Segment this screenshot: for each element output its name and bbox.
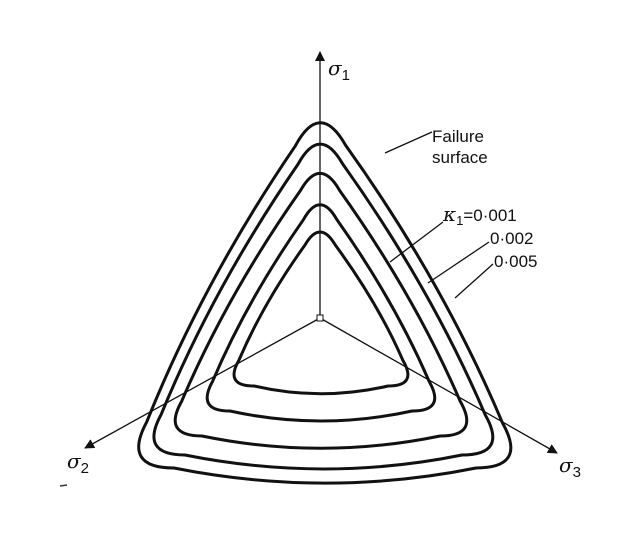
sigma3-label: σ3 <box>559 453 581 481</box>
sigma1-label: σ1 <box>328 56 350 84</box>
sigma2-subscript: 2 <box>81 460 89 477</box>
contour-group <box>137 121 513 485</box>
kappa-0002-label: 0·002 <box>490 229 533 248</box>
kappa-first-value: =0·001 <box>463 206 516 225</box>
origin-marker <box>316 314 324 322</box>
contour-curve-kappa-0002 <box>205 203 437 423</box>
sigma2-axis <box>84 317 321 449</box>
kappa-0002-leader-line <box>427 241 490 284</box>
kappa-symbol: κ <box>442 202 456 226</box>
kappa-0001-leader-line <box>389 221 444 263</box>
failure-surface-curve <box>137 121 513 485</box>
sigma3-subscript: 3 <box>573 464 581 481</box>
failure-leader-line <box>384 131 433 154</box>
kappa-0005-label: 0·005 <box>494 252 537 271</box>
contour-curve-kappa-0001 <box>232 230 410 396</box>
failure-surface-label-line1: Failure <box>432 127 484 146</box>
sigma3-axis <box>319 317 558 454</box>
stray-mark <box>59 484 68 487</box>
sigma1-subscript: 1 <box>342 67 350 84</box>
sigma3-symbol: σ <box>559 453 574 477</box>
kappa-0005-leader-line <box>454 263 494 299</box>
contour-curve-kappa-0005 <box>173 172 469 450</box>
sigma2-symbol: σ <box>67 449 82 473</box>
kappa-0001-label: κ1=0·001 <box>442 202 517 228</box>
contour-curve-4 <box>152 142 495 471</box>
sigma2-label: σ2 <box>67 449 89 477</box>
kappa-subscript: 1 <box>456 213 463 228</box>
failure-surface-label-line2: surface <box>432 148 488 167</box>
sigma1-symbol: σ <box>328 56 343 80</box>
